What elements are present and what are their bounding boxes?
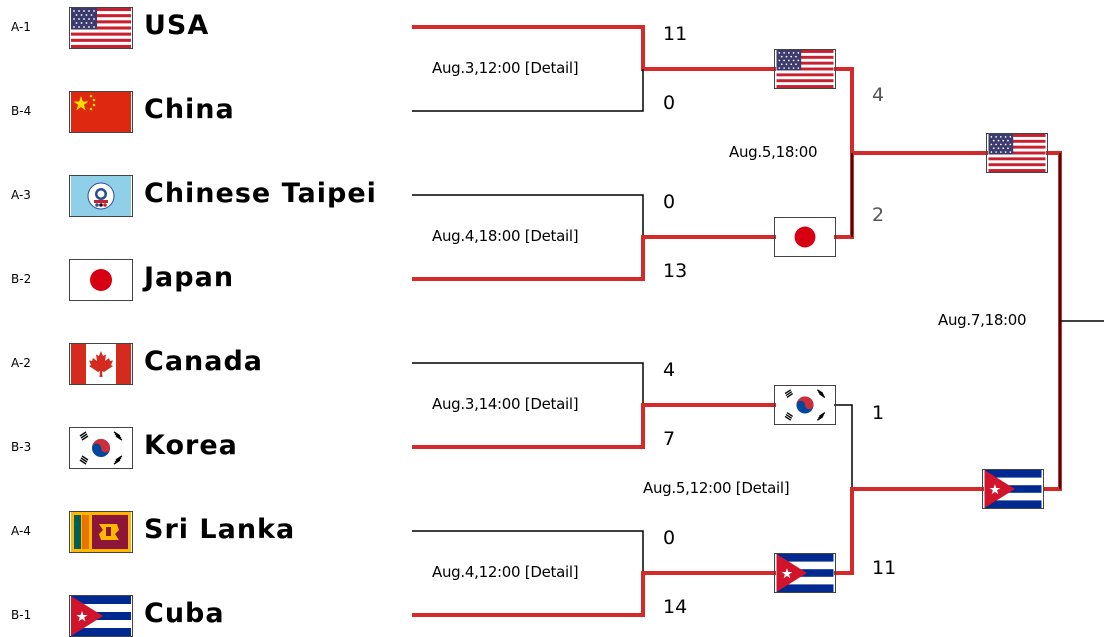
- score: 1: [872, 402, 885, 424]
- korea-flag-icon: [69, 427, 133, 469]
- team-name: Cuba: [144, 598, 225, 629]
- japan-flag-icon: [774, 217, 836, 257]
- bracket-line-qf4-loser: [412, 530, 644, 573]
- usa-flag-icon: [986, 133, 1048, 173]
- bracket-line-qf2-loser: [412, 194, 644, 237]
- team-name: Sri Lanka: [144, 514, 296, 545]
- seed-label: A-2: [11, 356, 31, 370]
- match-date-link[interactable]: Aug.5,12:00 [Detail]: [643, 479, 790, 497]
- seed-label: A-3: [11, 188, 31, 202]
- usa-flag-icon: [69, 7, 133, 49]
- cuba-flag-icon: [69, 595, 133, 637]
- score: 11: [663, 23, 688, 45]
- score: 0: [663, 527, 676, 549]
- score: 7: [663, 428, 676, 450]
- bracket-line-qf1-loser: [412, 69, 644, 112]
- seed-label: A-4: [11, 524, 31, 538]
- bracket-line-qf3-winner: [412, 403, 776, 449]
- bracket-line-qf1-winner: [412, 25, 776, 71]
- match-date-link[interactable]: Aug.3,14:00 [Detail]: [432, 395, 579, 413]
- score: 2: [872, 204, 885, 226]
- seed-label: B-2: [11, 272, 32, 286]
- seed-label: A-1: [11, 20, 31, 34]
- team-name: China: [144, 94, 235, 125]
- score: 13: [663, 260, 688, 282]
- cuba-flag-icon: [982, 469, 1044, 509]
- match-date-link[interactable]: Aug.4,18:00 [Detail]: [432, 227, 579, 245]
- china-flag-icon: [69, 91, 133, 133]
- canada-flag-icon: [69, 343, 133, 385]
- score: 0: [663, 191, 676, 213]
- score: 4: [872, 84, 885, 106]
- team-name: Korea: [144, 430, 238, 461]
- bracket-line-sf1-loser: [834, 153, 854, 239]
- bracket-line-final-top: [1046, 151, 1062, 321]
- match-date-link[interactable]: Aug.3,12:00 [Detail]: [432, 59, 579, 77]
- bracket-line-qf2-winner: [412, 235, 776, 281]
- bracket-line-final-bottom: [1044, 321, 1062, 491]
- bracket-line-sf1-winner: [834, 67, 988, 155]
- match-date: Aug.5,18:00: [729, 143, 818, 161]
- team-name: USA: [144, 10, 210, 41]
- score: 0: [663, 92, 676, 114]
- score: 14: [663, 596, 688, 618]
- team-name: Japan: [144, 262, 235, 293]
- bracket-line-qf3-loser: [412, 362, 644, 405]
- korea-flag-icon: [774, 385, 836, 425]
- chinese-taipei-flag-icon: [69, 175, 133, 217]
- bracket-line-sf2-loser: [834, 404, 853, 489]
- sri-lanka-flag-icon: [69, 511, 133, 553]
- match-date-link[interactable]: Aug.4,12:00 [Detail]: [432, 563, 579, 581]
- match-date: Aug.7,18:00: [938, 311, 1027, 329]
- japan-flag-icon: [69, 259, 133, 301]
- bracket-line-qf4-winner: [412, 571, 776, 617]
- score: 11: [872, 557, 897, 579]
- seed-label: B-3: [11, 440, 32, 454]
- bracket-line-sf2-winner: [834, 487, 984, 575]
- score: 4: [663, 359, 676, 381]
- team-name: Chinese Taipei: [144, 178, 377, 209]
- seed-label: B-4: [11, 104, 32, 118]
- seed-label: B-1: [11, 608, 32, 622]
- usa-flag-icon: [774, 49, 836, 89]
- team-name: Canada: [144, 346, 264, 377]
- cuba-flag-icon: [774, 553, 836, 593]
